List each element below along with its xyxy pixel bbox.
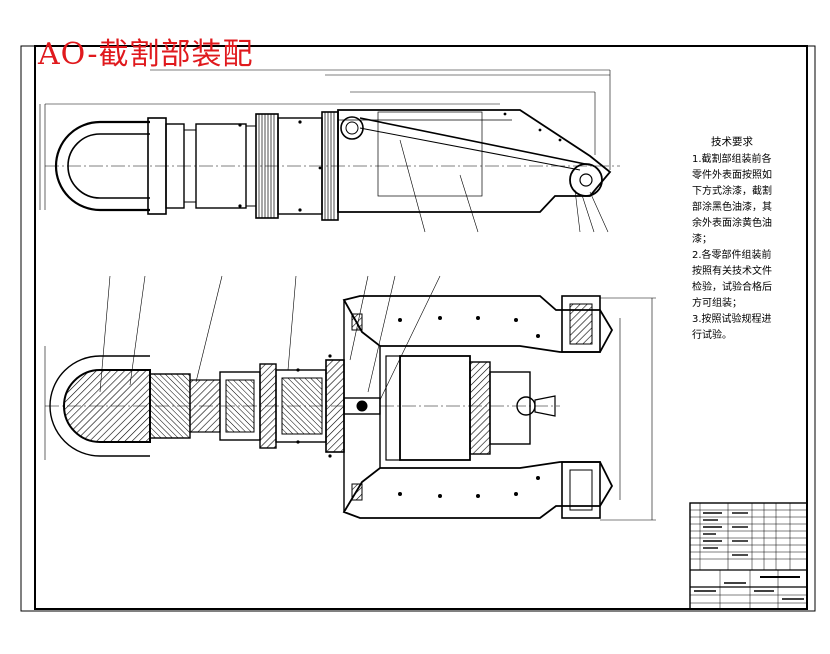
technical-requirements-heading: 技术要求: [711, 136, 753, 148]
top-view: [39, 69, 620, 233]
requirement-item: 3.按照试验规程进行试验。: [692, 314, 772, 341]
inner-frame: [34, 45, 808, 610]
bottom-view: [44, 275, 656, 521]
drawing-title-stamp: AO-截割部装配: [38, 37, 254, 72]
technical-requirements: 技术要求 1.截割部组装前各零件外表面按照如下方式涂漆，截割部涂黑色油漆，其余外…: [692, 134, 772, 344]
title-block: [689, 502, 808, 610]
requirement-item: 1.截割部组装前各零件外表面按照如下方式涂漆，截割部涂黑色油漆，其余外表面涂黄色…: [692, 154, 772, 245]
requirement-item: 2.各零部件组装前按照有关技术文件检验，试验合格后方可组装；: [692, 250, 772, 309]
